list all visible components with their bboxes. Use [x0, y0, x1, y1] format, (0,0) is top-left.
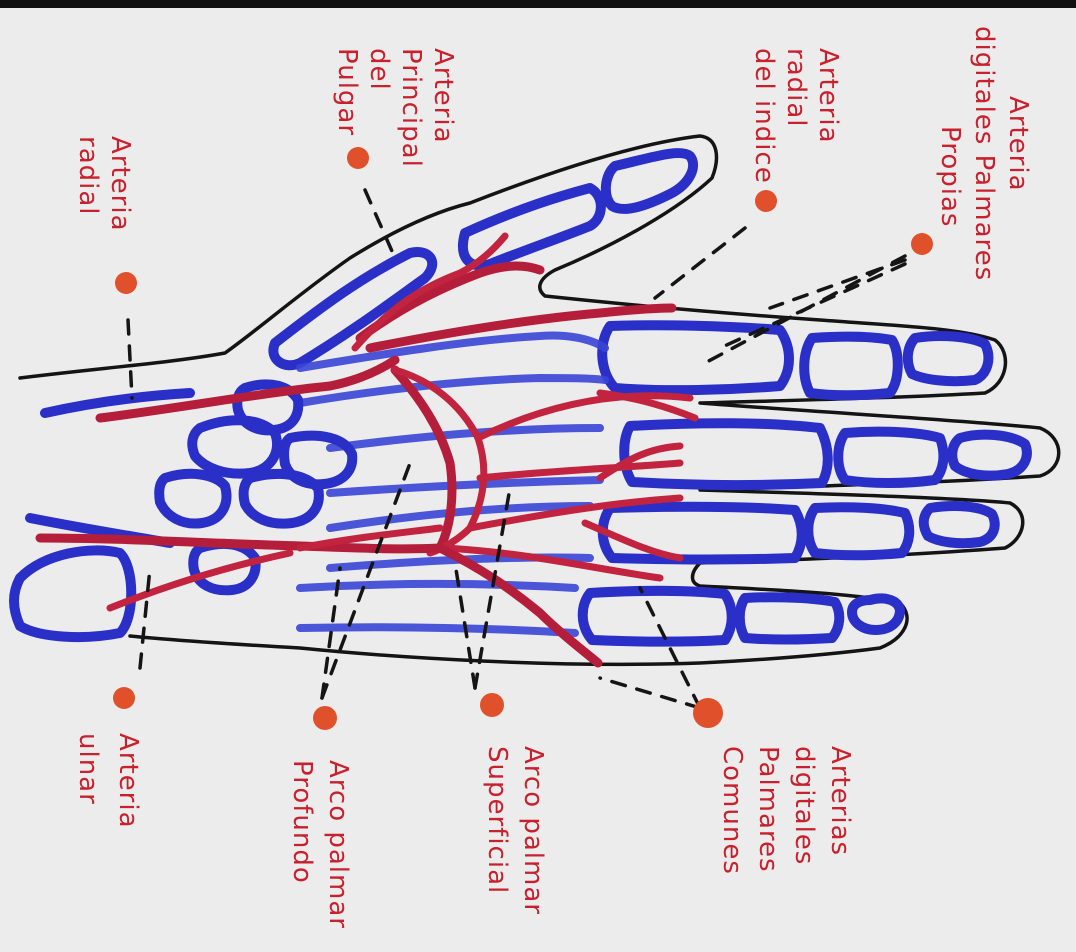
marker-arco-superficial [480, 693, 504, 717]
ulna-head [14, 550, 131, 637]
marker-digitales-propias [911, 233, 933, 255]
little-proximal [583, 591, 732, 642]
middle-proximal [624, 423, 828, 485]
marker-principal-pulgar [347, 147, 369, 169]
label-line: Arteria [105, 136, 135, 232]
marker-arco-profundo [313, 706, 337, 730]
label-line: Propias [935, 126, 965, 227]
label-line: digitales [789, 746, 819, 865]
label-line: Arteria [113, 733, 143, 829]
ring-distal [924, 506, 995, 543]
marker-digitales-comunes [693, 698, 723, 728]
label-arco-palmar-profundo: Arco palmar Profundo [287, 760, 353, 929]
marker-radial-indice [755, 190, 777, 212]
little-distal [852, 598, 900, 630]
label-line: Palmares [753, 746, 783, 873]
paper-sheet: Arteria radial Arteria Principal del Pul… [0, 8, 1076, 952]
label-line: Arteria [1003, 96, 1033, 192]
marker-arteria-ulnar [113, 687, 135, 709]
label-arteria-radial: Arteria radial [73, 136, 135, 232]
little-middle [740, 597, 840, 639]
label-line: Principal [396, 48, 426, 168]
label-arteria-radial-indice: Arteria radial del indice [749, 48, 843, 184]
label-line: Arco palmar [323, 760, 353, 929]
label-line: radial [781, 48, 811, 128]
carpal-6 [284, 436, 352, 485]
label-line: digitales Palmares [969, 26, 999, 281]
label-line: Arteria [813, 48, 843, 144]
carpal-3 [159, 474, 226, 524]
label-arterias-digitales-palmares-propias: Arteria digitales Palmares Propias [935, 26, 1033, 281]
ring-proximal [603, 507, 802, 560]
label-line: Arco palmar [518, 746, 548, 915]
index-middle [804, 337, 898, 396]
label-line: Superficial [482, 746, 512, 894]
label-line: Comunes [717, 746, 747, 875]
label-line: del indice [749, 48, 779, 184]
label-arterias-digitales-palmares-comunes: Arterias digitales Palmares Comunes [717, 746, 855, 875]
thumb-distal-phalanx [606, 153, 693, 209]
label-line: del [364, 48, 394, 91]
index-metacarpal [300, 336, 605, 369]
label-line: Arterias [825, 746, 855, 856]
label-line: radial [73, 136, 103, 216]
hand-arteries-diagram: Arteria radial Arteria Principal del Pul… [0, 8, 1076, 952]
label-line: Pulgar [332, 48, 362, 136]
index-distal [908, 336, 989, 381]
marker-arteria-radial [115, 272, 137, 294]
label-arteria-ulnar: Arteria ulnar [73, 733, 143, 829]
label-arco-palmar-superficial: Arco palmar Superficial [482, 746, 548, 915]
label-line: ulnar [73, 733, 103, 805]
label-line: Arteria [428, 48, 458, 144]
ring-middle [808, 507, 909, 555]
label-line: Profundo [287, 760, 317, 884]
bones [14, 153, 1027, 641]
middle-distal [952, 435, 1027, 476]
middle-middle [838, 432, 943, 483]
